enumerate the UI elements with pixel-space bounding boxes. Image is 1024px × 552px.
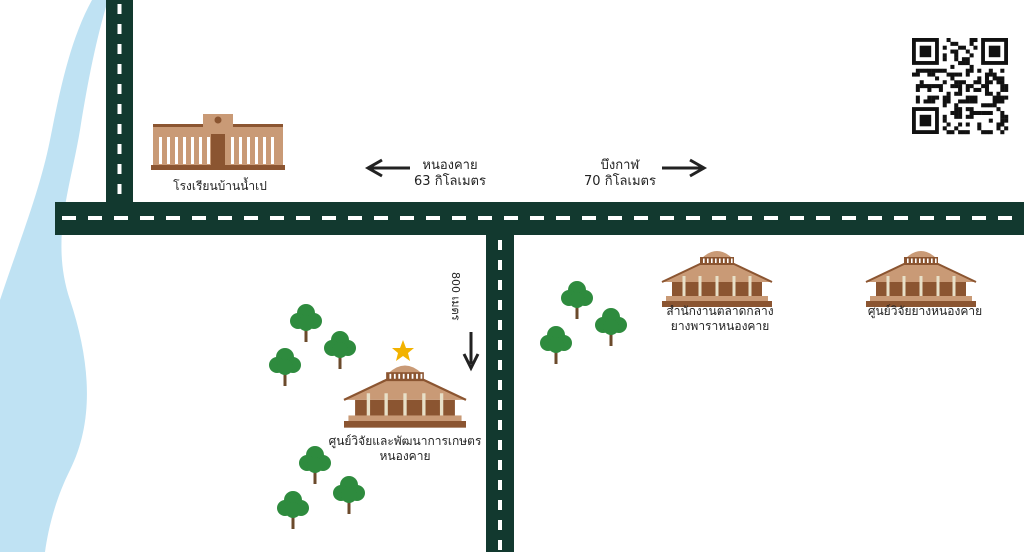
tree-icon: [324, 331, 356, 369]
arrow-down-icon: [462, 332, 480, 372]
agri-center-label-line2: หนองคาย: [379, 449, 431, 463]
star-icon: [392, 340, 414, 361]
school-label: โรงเรียนบ้านน้ำเป: [173, 179, 267, 193]
road-network: [55, 0, 1024, 552]
arrow-right-icon: [662, 158, 708, 178]
building-icon: [865, 251, 977, 307]
building-icon: [661, 251, 773, 307]
building-icon: [151, 114, 285, 170]
tree-icon: [333, 476, 365, 514]
nong-khai-distance: 63 กิโลเมตร: [414, 174, 486, 189]
building-icon: [343, 365, 467, 428]
tree-icon: [269, 348, 301, 386]
market-label-line1: สำนักงานตลาดกลาง: [666, 304, 774, 318]
agri-center-label-line1: ศูนย์วิจัยและพัฒนาการเกษตร: [328, 434, 482, 448]
tree-icon: [299, 446, 331, 484]
market-label-line2: ยางพาราหนองคาย: [670, 319, 770, 333]
bueng-kan-distance: 70 กิโลเมตร: [584, 174, 656, 189]
tree-icon: [540, 326, 572, 364]
qr-code-icon: [912, 38, 1009, 135]
bueng-kan-name: บึงกาฬ: [600, 158, 640, 173]
rubber-center-label: ศูนย์วิจัยยางหนองคาย: [867, 304, 983, 318]
arrow-left-icon: [364, 158, 410, 178]
river: [0, 0, 108, 552]
nong-khai-name: หนองคาย: [422, 158, 478, 173]
tree-icon: [561, 281, 593, 319]
side-road-distance: 800 เมตร: [449, 272, 462, 321]
tree-icon: [277, 491, 309, 529]
tree-icon: [290, 304, 322, 342]
tree-icon: [595, 308, 627, 346]
